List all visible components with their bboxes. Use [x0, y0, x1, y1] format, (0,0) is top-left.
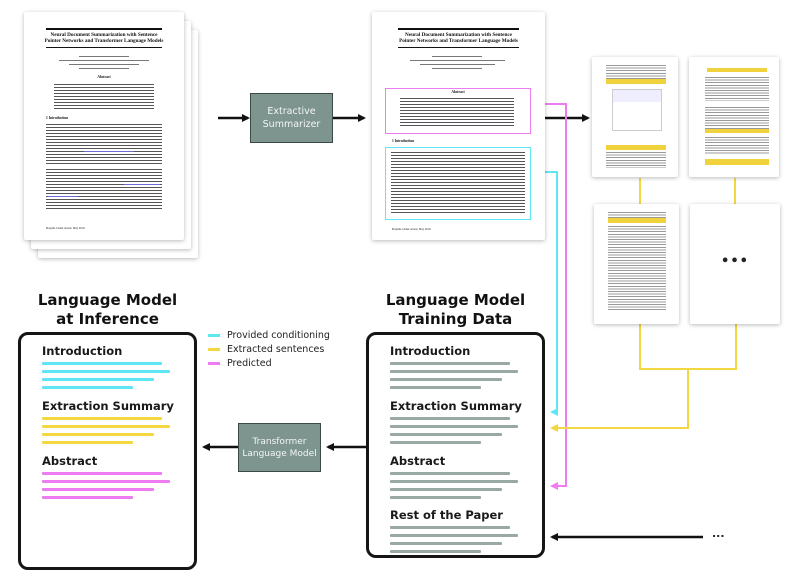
annotated-paper-title-line1: Neural Document Summarization with Sente…	[405, 32, 512, 38]
legend-swatch-extracted	[208, 348, 220, 351]
training-section-introduction: Introduction	[390, 344, 471, 358]
inference-section-extraction-summary: Extraction Summary	[42, 399, 174, 413]
legend-item-conditioning: Provided conditioning	[208, 330, 330, 341]
extractive-summarizer-label: Extractive Summarizer	[262, 106, 321, 130]
inference-heading: Language Model at Inference	[20, 291, 195, 329]
paper-title-line2: Pointer Networks and Transformer Languag…	[44, 38, 164, 44]
inference-section-introduction: Introduction	[42, 344, 123, 358]
training-section-rest-of-paper: Rest of the Paper	[390, 508, 503, 522]
introduction-highlight-box	[385, 147, 531, 220]
legend-item-extracted: Extracted sentences	[208, 344, 324, 355]
annotated-paper: Neural Document Summarization with Sente…	[372, 12, 545, 240]
extracted-wire	[550, 369, 689, 432]
page-thumbnail-1	[592, 57, 678, 177]
legend-item-predicted: Predicted	[208, 358, 272, 369]
inference-section-abstract: Abstract	[42, 454, 98, 468]
training-heading-line1: Language Model	[385, 291, 526, 309]
extracted-wire-join	[639, 324, 737, 370]
more-pages-marker: •••	[721, 254, 749, 269]
predicted-wire	[532, 103, 567, 490]
paper-intro-heading: 1 Introduction	[46, 116, 69, 120]
legend-swatch-predicted	[208, 362, 220, 365]
annotated-paper-title-line2: Pointer Networks and Transformer Languag…	[399, 38, 518, 44]
abstract-highlight-box: Abstract	[385, 88, 531, 134]
extractive-summarizer-box: Extractive Summarizer	[250, 93, 333, 143]
transformer-label-line1: Transformer	[252, 436, 307, 447]
continuation-marker: ...	[712, 527, 725, 540]
page-thumbnail-3	[594, 204, 679, 324]
annotated-abstract-heading: Abstract	[451, 90, 465, 94]
training-heading: Language Model Training Data	[368, 291, 543, 329]
annotated-paper-footer: Preprint. Under review. May 2019.	[392, 228, 432, 231]
inference-heading-line2: at Inference	[56, 310, 159, 328]
legend-swatch-conditioning	[208, 334, 220, 337]
inference-document: Introduction Extraction Summary Abstract	[18, 332, 197, 570]
training-document: Introduction Extraction Summary Abstract…	[366, 332, 545, 558]
paper-footer: Preprint. Under review. May 2019.	[46, 227, 86, 230]
inference-heading-line1: Language Model	[37, 291, 178, 309]
training-heading-line2: Training Data	[398, 310, 513, 328]
paper-title-line1: Neural Document Summarization with Sente…	[50, 32, 158, 38]
paper-front: Neural Document Summarization with Sente…	[24, 12, 184, 240]
annotated-intro-heading: 1 Introduction	[392, 139, 415, 143]
page-thumbnail-more: •••	[690, 204, 780, 324]
transformer-label-line2: Language Model	[242, 448, 317, 459]
training-section-abstract: Abstract	[390, 454, 446, 468]
page-thumbnail-2	[689, 57, 779, 177]
paper-abstract-heading: Abstract	[97, 75, 111, 79]
training-section-extraction-summary: Extraction Summary	[390, 399, 522, 413]
transformer-language-model-box: Transformer Language Model	[238, 423, 321, 472]
